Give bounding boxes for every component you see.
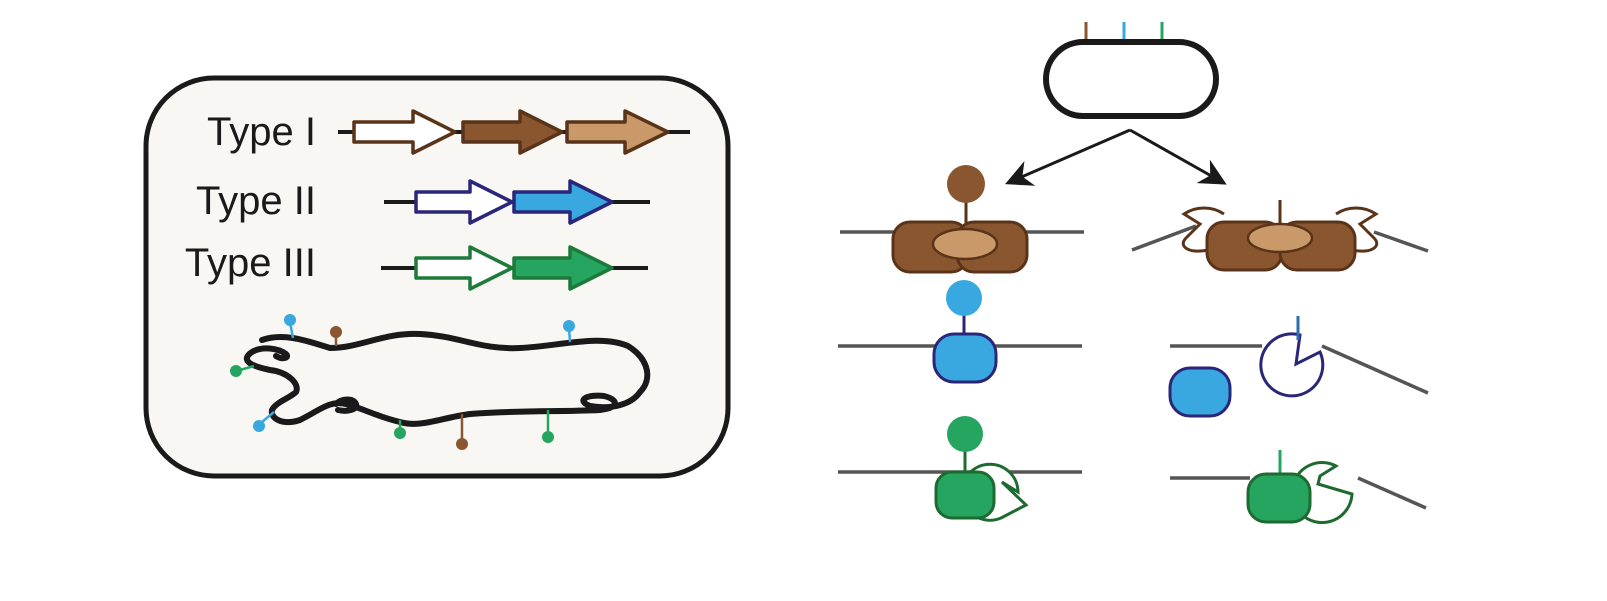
open-pacman [1259,332,1325,398]
membrane-right [1373,230,1429,253]
antitoxin-ball [947,416,983,452]
type3-disrupted-complex [1170,450,1427,525]
type3-gene-1 [414,245,514,291]
toxin-right-wing [1335,206,1379,253]
locus-type3-left [230,365,242,377]
chromosome-outline [243,330,651,427]
type1-gene-1 [352,109,457,155]
locus-type2-top-left [284,314,296,326]
type3-label: Type III [185,241,316,285]
type3-bound-complex [838,416,1082,522]
bacterial-cell [1005,22,1227,186]
type2-gene-2 [512,179,614,225]
locus-type1-bottom [456,438,468,450]
toxin-body [932,332,998,384]
type2-label: Type II [196,179,316,223]
toxin-body [934,470,996,520]
locus-stem [261,411,275,423]
type1-label: Type I [207,110,316,154]
type1-gene-3 [565,109,670,155]
type2-operon: Type II [196,179,650,225]
type2-gene-1 [414,179,514,225]
locus-type1-top [330,326,342,338]
chromosome-knot [333,396,360,414]
type2-bound-complex [838,280,1082,384]
fork-stem [1005,128,1131,186]
type1-disrupted-complex [1131,200,1429,272]
antitoxin-ball [946,280,982,316]
type3-operon: Type III [185,241,648,291]
locus-type3-bottom [394,427,406,439]
toxin-left-wing [1181,206,1225,253]
legend-panel: Type I Type II Type III [143,75,731,479]
antitoxin-ball [947,165,985,203]
fork-stem [1129,128,1227,185]
locus-type2-bottom-left [253,420,265,432]
toxin-core [1246,222,1314,254]
toxin-body [1168,366,1232,418]
toxin-core [931,227,999,261]
type3-gene-2 [512,245,614,291]
toxin-body [1246,472,1312,524]
type2-disrupted-complex [1168,316,1429,418]
locus-stem [239,364,255,372]
cell-body [1043,39,1219,119]
chromosome-loop [230,314,651,450]
type1-bound-complex [840,165,1084,274]
membrane-right [1321,344,1429,395]
type1-gene-2 [461,109,564,155]
locus-type3-bottom-right [542,431,554,443]
locus-type2-top-right [563,320,575,332]
membrane-left [1131,224,1197,252]
membrane-right [1357,476,1427,510]
type1-operon: Type I [207,109,690,155]
